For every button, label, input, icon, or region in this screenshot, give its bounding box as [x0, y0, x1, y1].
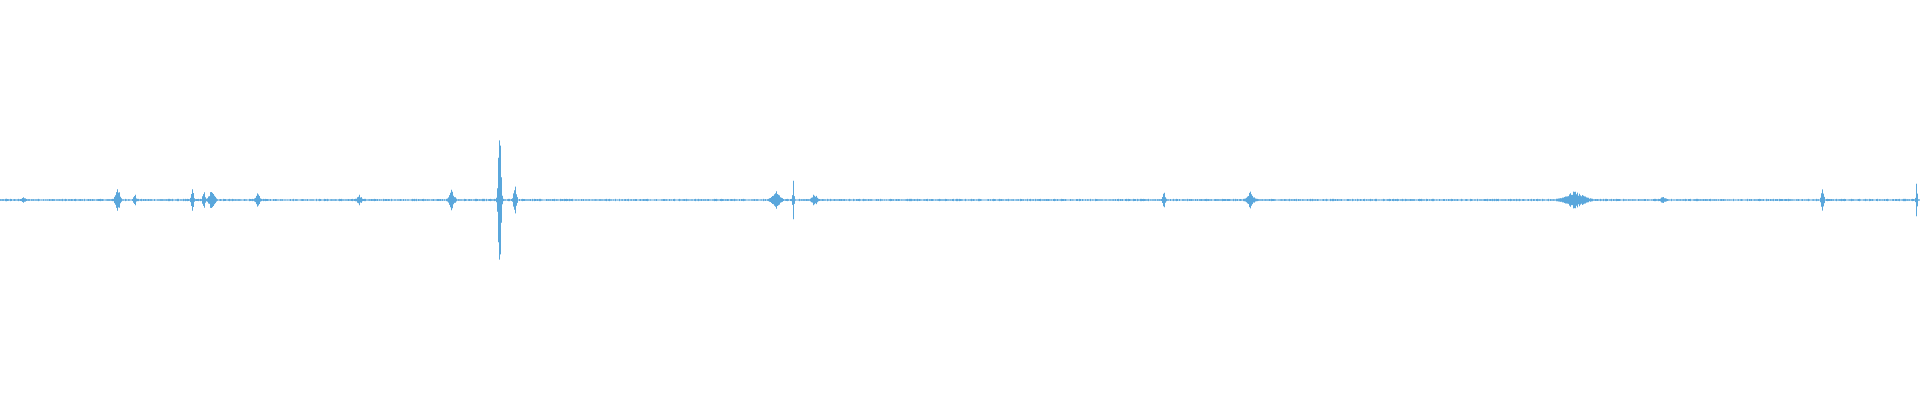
waveform-trace — [0, 140, 1920, 260]
waveform-samples — [0, 140, 1920, 260]
